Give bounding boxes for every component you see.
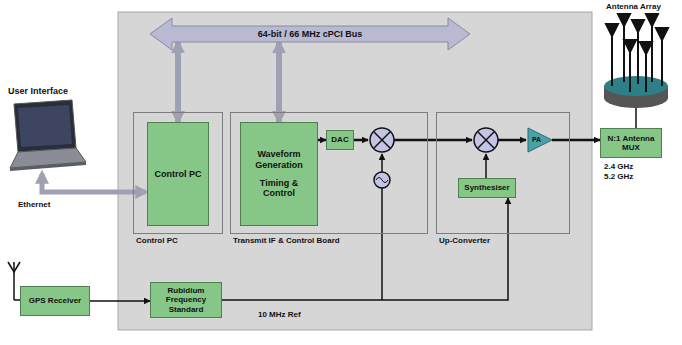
box-text: N:1 Antenna MUX (604, 134, 658, 152)
board-region: Transmit IF & Control BoardWaveform Gene… (230, 112, 428, 234)
board-region: Up-ConverterSynthesiserPA (436, 112, 570, 234)
receiver-box: GPS Receiver (20, 286, 90, 316)
board-heading: Control PC (136, 236, 178, 245)
array-label: Antenna Array (606, 2, 661, 11)
board-region: Control PCControl PC (133, 112, 223, 234)
process-box: Waveform GenerationTiming & Control (240, 122, 318, 226)
amplifier-triangle: PA (528, 128, 552, 152)
rf-chain (354, 128, 526, 300)
mux-box: N:1 Antenna MUX (600, 128, 662, 158)
frequency-label: 2.4 GHz (604, 162, 633, 171)
box-text: DAC (331, 135, 348, 144)
frequency-standard-box: Rubidium Frequency Standard (150, 282, 222, 318)
laptop-icon (10, 100, 86, 171)
board-heading: Transmit IF & Control Board (233, 236, 340, 245)
frequency-label: 5.2 GHz (604, 172, 633, 181)
process-box: Control PC (147, 122, 209, 226)
link-label: Ethernet (18, 200, 50, 209)
bus-arrow: 64-bit / 66 MHz cPCI Bus (150, 18, 470, 50)
box-text: Waveform Generation (244, 149, 314, 170)
box-text: Synthesiser (464, 183, 509, 192)
antenna-array (604, 14, 668, 128)
box-text: Rubidium Frequency Standard (154, 286, 218, 314)
interface-label: User Interface (8, 86, 68, 96)
synthesiser-box: Synthesiser (458, 178, 516, 198)
box-text: PA (532, 136, 541, 144)
box-text: Control PC (155, 169, 202, 179)
box-text: 64-bit / 66 MHz cPCI Bus (258, 29, 363, 39)
connector (552, 139, 600, 142)
gps-antenna (8, 262, 20, 300)
connector (276, 42, 282, 122)
ethernet-link (42, 174, 145, 192)
signal-label: 10 MHz Ref (258, 310, 301, 319)
connector (318, 139, 326, 142)
enclosure-panel (118, 12, 592, 330)
box-text: GPS Receiver (29, 296, 81, 305)
connector (175, 42, 181, 122)
box-text: Timing & Control (244, 178, 314, 199)
connector (90, 300, 150, 302)
board-heading: Up-Converter (439, 236, 490, 245)
dac-box: DAC (326, 130, 354, 150)
